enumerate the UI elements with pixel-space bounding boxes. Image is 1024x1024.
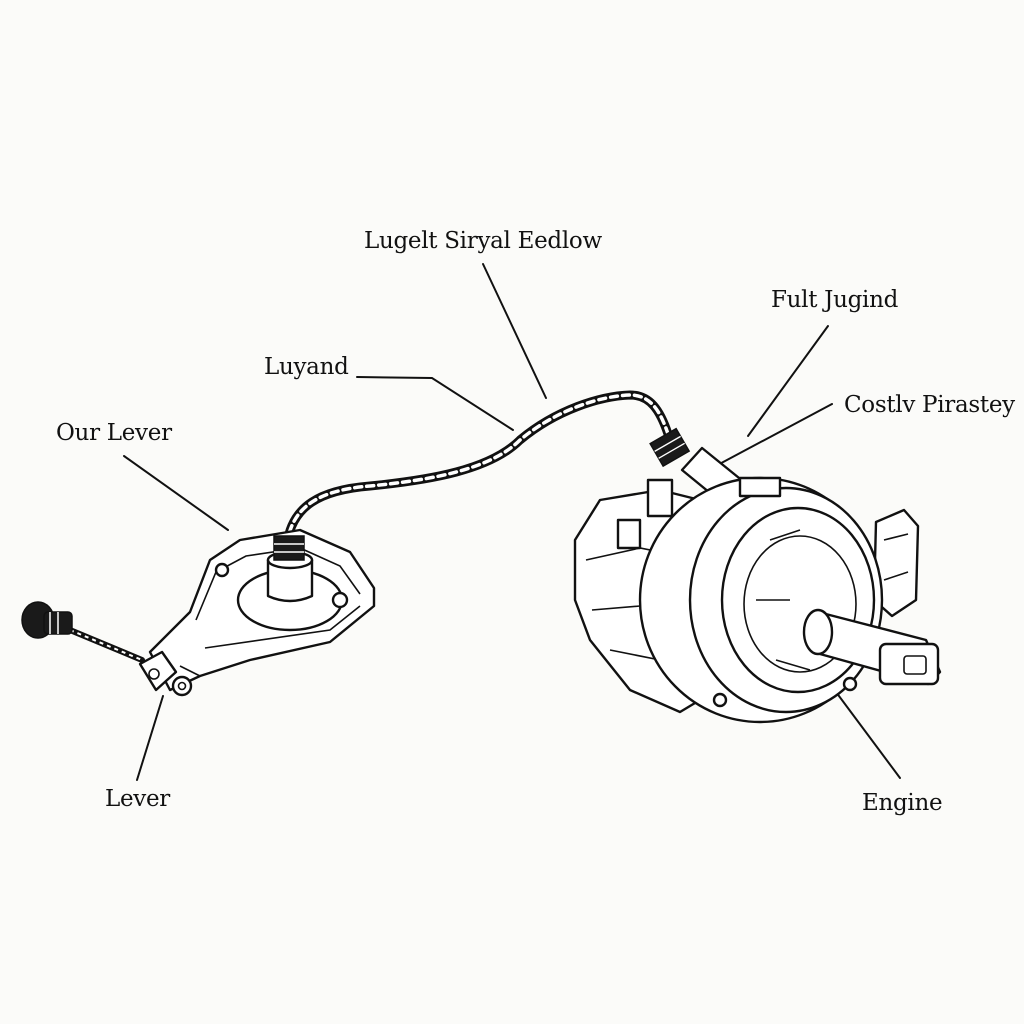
label-engine: Engine	[862, 790, 943, 816]
cable-end-fitting	[649, 427, 691, 468]
leader-lines	[123, 263, 901, 781]
label-lugelt-siryal-eedlow: Lugelt Siryal Eedlow	[364, 228, 602, 254]
leader-luyand	[356, 376, 514, 431]
label-our-lever: Our Lever	[56, 420, 172, 446]
leader-lever	[136, 695, 164, 781]
label-costlv-pirastey: Costlv Pirastey	[844, 392, 1015, 418]
lever-bolt	[331, 591, 349, 609]
engine	[573, 476, 942, 724]
leader-costly	[711, 403, 833, 469]
leader-our-lever	[123, 455, 229, 531]
leader-top	[482, 263, 547, 399]
lever-pivot-bolt	[171, 675, 193, 697]
lever-bolt	[214, 562, 230, 578]
label-lever: Lever	[105, 786, 170, 812]
lever-assembly	[21, 528, 376, 697]
label-fult-jugind: Fult Jugind	[771, 287, 899, 313]
lever-knob	[21, 601, 73, 639]
label-luyand: Luyand	[264, 354, 349, 380]
leader-engine	[835, 691, 901, 779]
leader-fuel	[747, 325, 829, 437]
cable-end-boot	[273, 535, 305, 561]
